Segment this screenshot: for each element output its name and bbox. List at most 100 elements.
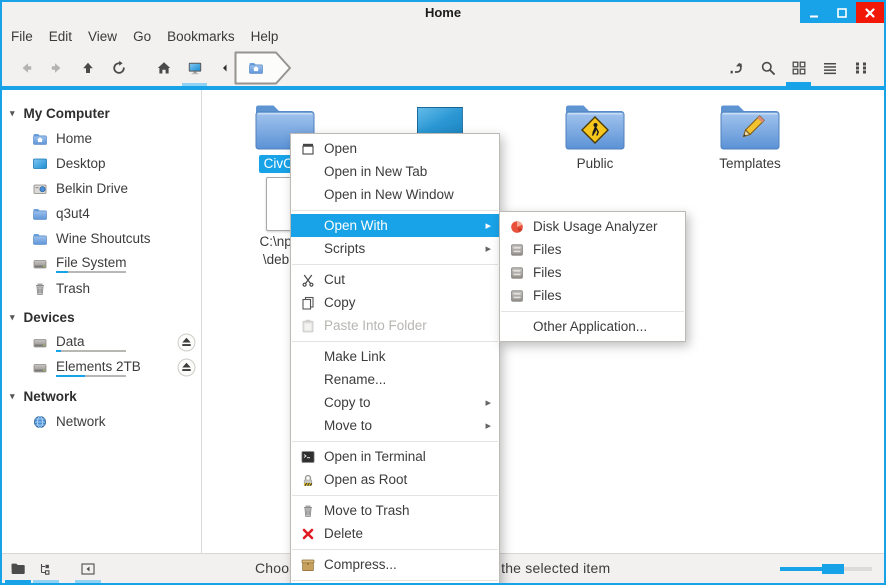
eject-button[interactable]: [177, 358, 196, 377]
places-toggle-button[interactable]: [4, 554, 32, 583]
sidebar-item-label-wrap: q3ut4: [56, 206, 90, 221]
sidebar-item-label-wrap: Belkin Drive: [56, 181, 128, 196]
menu-help[interactable]: Help: [250, 29, 279, 44]
menu-item-copy-to[interactable]: Copy to▸: [291, 391, 499, 414]
section-label: My Computer: [23, 105, 110, 121]
sidebar-item-network[interactable]: Network: [2, 409, 201, 434]
menu-item-files[interactable]: Files: [500, 238, 685, 261]
sidebar-item-trash[interactable]: Trash: [2, 276, 201, 301]
icon-spacer: [300, 418, 316, 434]
breadcrumb-scroll-left-button[interactable]: [218, 50, 232, 86]
menu-view[interactable]: View: [88, 29, 118, 44]
home-button[interactable]: [148, 50, 179, 86]
home-folder-icon: [248, 60, 264, 76]
sidebar-item-label: q3ut4: [56, 206, 90, 221]
menu-go[interactable]: Go: [133, 29, 152, 44]
menu-item-open-with[interactable]: Open With ▸: [291, 214, 499, 237]
section-collapse-icon[interactable]: ▾: [10, 311, 15, 322]
back-button[interactable]: [10, 50, 41, 86]
sidebar-section-devices[interactable]: ▾Devices: [2, 304, 201, 330]
menu-item-cut[interactable]: Cut: [291, 268, 499, 291]
menu-item-move-to[interactable]: Move to▸: [291, 414, 499, 437]
treeview-toggle-button[interactable]: [32, 554, 60, 583]
menu-item-files[interactable]: Files: [500, 261, 685, 284]
sidebar-item-desktop[interactable]: Desktop: [2, 151, 201, 176]
compact-view-icon: [853, 60, 869, 76]
maximize-icon: [834, 5, 850, 21]
desktop-icon: [32, 156, 48, 172]
toggle-indicator: [33, 580, 59, 583]
list-view-icon: [822, 60, 838, 76]
menu-item-label: Open With: [324, 218, 388, 233]
menu-item-move-to-trash[interactable]: Move to Trash: [291, 499, 499, 522]
menu-item-open-in-new-tab[interactable]: Open in New Tab: [291, 160, 499, 183]
sidebar-section-my-computer[interactable]: ▾ My Computer: [2, 100, 201, 126]
menu-item-open-in-new-window[interactable]: Open in New Window: [291, 183, 499, 206]
harddisk-icon: [32, 256, 48, 272]
refresh-button[interactable]: [103, 50, 134, 86]
toggle-location-entry-button[interactable]: [721, 50, 752, 86]
sidebar-item-elements-2tb[interactable]: Elements 2TB: [2, 355, 201, 380]
menubar: File Edit View Go Bookmarks Help: [2, 23, 884, 50]
file-item-public[interactable]: Public: [520, 98, 670, 173]
menu-item-delete[interactable]: Delete: [291, 522, 499, 545]
icon-spacer: [509, 319, 525, 335]
search-button[interactable]: [752, 50, 783, 86]
sidebar-item-data[interactable]: Data: [2, 330, 201, 355]
compact-view-button[interactable]: [845, 50, 876, 86]
menu-item-compress[interactable]: Compress...: [291, 553, 499, 576]
forward-button[interactable]: [41, 50, 72, 86]
section-collapse-icon[interactable]: ▾: [10, 390, 15, 401]
sidebar-item-belkin-drive[interactable]: Belkin Drive: [2, 176, 201, 201]
menu-bookmarks[interactable]: Bookmarks: [167, 29, 235, 44]
zoom-slider-handle[interactable]: [822, 564, 845, 574]
close-button[interactable]: [856, 2, 884, 23]
breadcrumb-home-button[interactable]: [234, 51, 292, 85]
icon-view-button[interactable]: [783, 50, 814, 86]
menu-edit[interactable]: Edit: [48, 29, 73, 44]
sidebar-item-label-wrap: Elements 2TB: [56, 359, 141, 377]
menu-item-copy[interactable]: Copy: [291, 291, 499, 314]
menu-item-label: Compress...: [324, 557, 397, 572]
computer-button[interactable]: [179, 50, 210, 86]
menu-item-open[interactable]: Open: [291, 137, 499, 160]
menu-item-other-application[interactable]: Other Application...: [500, 315, 685, 338]
maximize-button[interactable]: [828, 2, 856, 23]
menu-item-rename[interactable]: Rename...: [291, 368, 499, 391]
toggle-side-panel-button[interactable]: [74, 554, 102, 583]
up-button[interactable]: [72, 50, 103, 86]
navigation-buttons: [10, 50, 210, 86]
harddisk-icon: [32, 335, 48, 351]
tree-icon: [38, 561, 54, 577]
icon-spacer: [300, 164, 316, 180]
file-icon-box: [718, 98, 782, 154]
minimize-button[interactable]: [800, 2, 828, 23]
sidebar-item-label-wrap: Trash: [56, 281, 90, 296]
sidebar-section-network[interactable]: ▾Network: [2, 383, 201, 409]
eject-button[interactable]: [177, 333, 196, 352]
list-view-button[interactable]: [814, 50, 845, 86]
menu-item-disk-usage-analyzer[interactable]: Disk Usage Analyzer: [500, 215, 685, 238]
sidebar-item-label: Wine Shoutcuts: [56, 231, 151, 246]
icon-spacer: [300, 349, 316, 365]
sidebar-item-file-system[interactable]: File System: [2, 251, 201, 276]
menu-item-label: Files: [533, 242, 562, 257]
menu-item-make-link[interactable]: Make Link: [291, 345, 499, 368]
menu-item-paste-into-folder: Paste Into Folder: [291, 314, 499, 337]
sidebar-item-q3ut4[interactable]: q3ut4: [2, 201, 201, 226]
sidebar-item-home[interactable]: Home: [2, 126, 201, 151]
menu-file[interactable]: File: [11, 29, 33, 44]
submenu-arrow-icon: ▸: [485, 220, 491, 232]
zoom-slider[interactable]: [780, 564, 872, 574]
menu-item-open-as-root[interactable]: Open as Root: [291, 468, 499, 491]
location-entry-icon: [729, 60, 745, 76]
file-label-line: Public: [576, 156, 614, 171]
menu-item-scripts[interactable]: Scripts▸: [291, 237, 499, 260]
menu-separator: [292, 548, 498, 550]
sidebar-item-wine-shoutcuts[interactable]: Wine Shoutcuts: [2, 226, 201, 251]
menu-item-files[interactable]: Files: [500, 284, 685, 307]
section-collapse-icon[interactable]: ▾: [10, 107, 15, 118]
file-item-templates[interactable]: Templates: [675, 98, 825, 173]
sidebar-item-label-wrap: File System: [56, 255, 127, 273]
menu-item-open-in-terminal[interactable]: Open in Terminal: [291, 445, 499, 468]
